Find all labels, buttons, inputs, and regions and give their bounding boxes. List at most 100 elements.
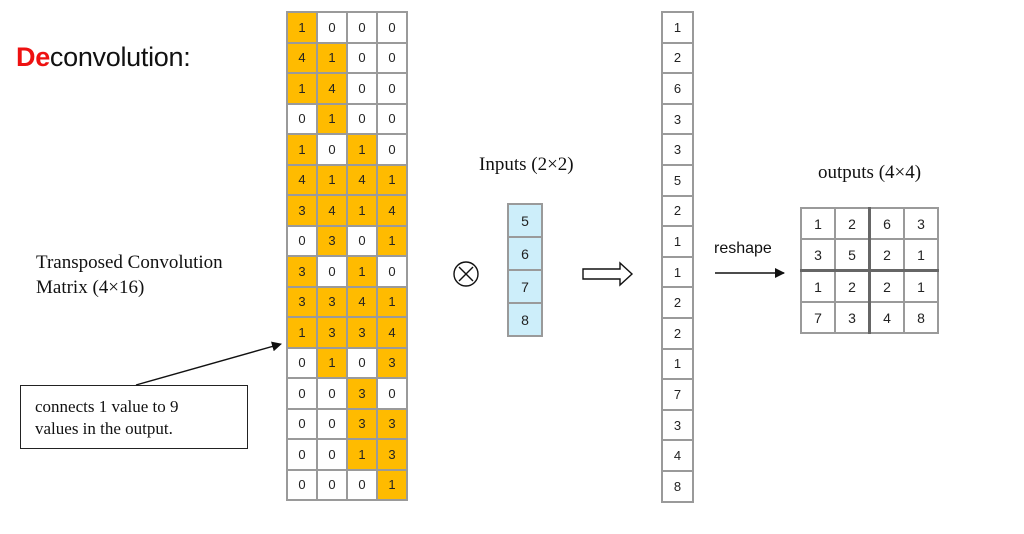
matrix-cell: 0 (286, 407, 318, 440)
input-cell: 7 (507, 269, 543, 304)
matrix-cell: 0 (316, 377, 348, 410)
result-cell: 6 (661, 72, 694, 105)
result-row: 7 (661, 378, 694, 411)
result-row: 3 (661, 102, 694, 136)
matrix-cell: 0 (376, 255, 408, 288)
output-cell: 2 (834, 269, 871, 303)
matrix-cell: 0 (286, 346, 318, 379)
output-cell: 1 (800, 207, 836, 240)
matrix-cell: 0 (286, 102, 318, 135)
pointer-arrow (135, 341, 282, 386)
output-cell: 6 (868, 207, 905, 240)
output-cell: 3 (800, 238, 836, 272)
inputs-label: Inputs (2×2) (479, 154, 574, 175)
matrix-cell: 1 (376, 163, 408, 196)
inputs-row: 6 (507, 236, 543, 271)
result-row: 2 (661, 286, 694, 319)
matrix-cell: 4 (286, 41, 318, 74)
input-cell: 6 (507, 236, 543, 271)
result-row: 1 (661, 11, 694, 44)
result-cell: 3 (661, 408, 694, 442)
output-cell: 8 (903, 301, 939, 334)
matrix-cell: 4 (376, 194, 408, 227)
matrix-cell: 3 (376, 438, 408, 471)
result-cell: 8 (661, 469, 694, 503)
input-cell: 5 (507, 203, 543, 238)
result-row: 2 (661, 194, 694, 228)
inputs-row: 7 (507, 269, 543, 304)
result-row: 3 (661, 133, 694, 166)
result-row: 3 (661, 408, 694, 442)
output-cell: 2 (868, 238, 905, 272)
matrix-cell: 0 (376, 377, 408, 410)
matrix-cell: 0 (316, 255, 348, 288)
output-cell: 3 (903, 207, 939, 240)
matrix-cell: 1 (376, 285, 408, 318)
result-cell: 2 (661, 286, 694, 319)
result-row: 1 (661, 255, 694, 289)
matrix-cell: 0 (316, 133, 348, 166)
title-rest: convolution: (49, 42, 191, 72)
transposed-matrix-label: Transposed Convolution Matrix (4×16) (36, 250, 223, 300)
matrix-cell: 3 (346, 377, 378, 410)
matrix-cell: 3 (376, 346, 408, 379)
result-row: 8 (661, 469, 694, 503)
inputs-row: 8 (507, 302, 543, 337)
matrix-cell: 1 (346, 194, 378, 227)
transposed-matrix-label-line1: Transposed Convolution (36, 252, 223, 273)
outputs-label: outputs (4×4) (818, 162, 922, 183)
note-line1: connects 1 value to 9 (35, 397, 179, 416)
matrix-cell: 0 (316, 407, 348, 440)
output-cell: 3 (834, 301, 871, 334)
matrix-cell: 0 (376, 133, 408, 166)
matrix-cell: 3 (286, 255, 318, 288)
matrix-cell: 1 (286, 72, 318, 105)
result-row: 2 (661, 316, 694, 350)
result-cell: 1 (661, 347, 694, 381)
matrix-cell: 1 (346, 438, 378, 471)
result-cell: 1 (661, 225, 694, 258)
result-cell: 1 (661, 11, 694, 44)
matrix-cell: 4 (316, 194, 348, 227)
result-cell: 3 (661, 102, 694, 136)
output-cell: 1 (903, 269, 939, 303)
hollow-right-arrow-icon (582, 261, 634, 287)
output-cell: 4 (868, 301, 905, 334)
result-row: 4 (661, 439, 694, 472)
matrix-cell: 0 (316, 11, 348, 44)
matrix-cell: 3 (316, 316, 348, 349)
note-line2: values in the output. (35, 419, 173, 438)
result-cell: 1 (661, 255, 694, 289)
result-cell: 5 (661, 163, 694, 197)
matrix-cell: 1 (316, 102, 348, 135)
result-row: 5 (661, 163, 694, 197)
result-row: 1 (661, 347, 694, 381)
matrix-cell: 0 (346, 468, 378, 501)
matrix-cell: 1 (316, 163, 348, 196)
matrix-cell: 0 (376, 102, 408, 135)
inputs-row: 5 (507, 203, 543, 238)
output-cell: 5 (834, 238, 871, 272)
matrix-cell: 1 (286, 133, 318, 166)
result-cell: 3 (661, 133, 694, 166)
matrix-cell: 1 (376, 224, 408, 257)
matrix-cell: 0 (286, 377, 318, 410)
matrix-cell: 0 (286, 468, 318, 501)
matrix-cell: 4 (286, 163, 318, 196)
result-row: 1 (661, 225, 694, 258)
